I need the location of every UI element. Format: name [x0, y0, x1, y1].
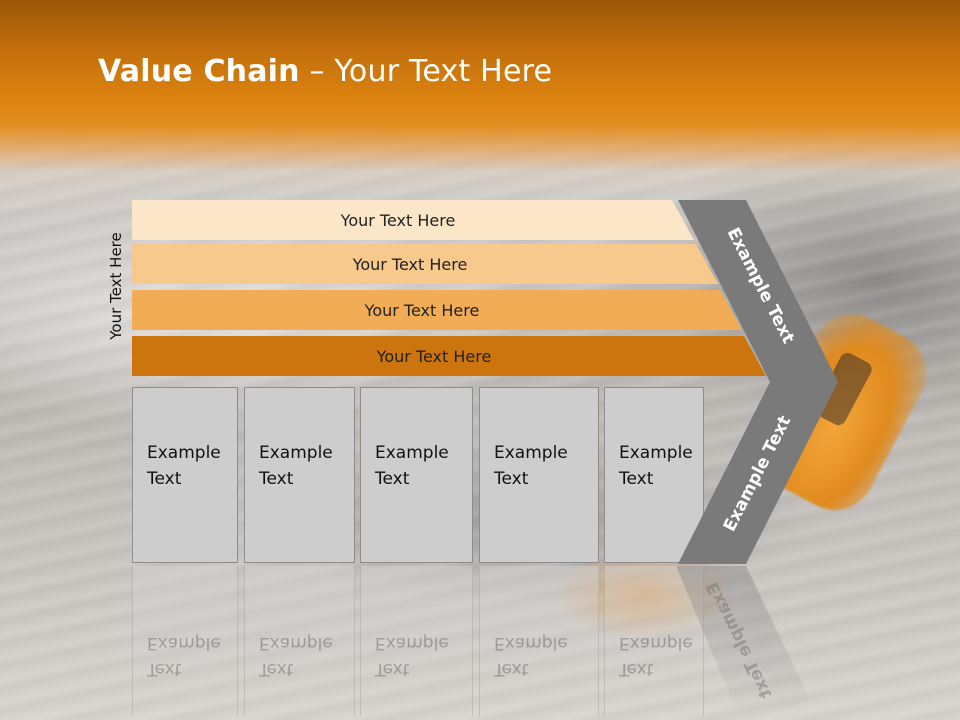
box-5-line1: Example [619, 443, 693, 463]
chevron-arrow[interactable] [678, 200, 838, 564]
box-1-line2: Text [147, 469, 182, 489]
bar-2[interactable]: Your Text Here [132, 244, 718, 284]
box-1-line1: Example [147, 443, 221, 463]
box-5-line2: Text [619, 469, 654, 489]
bar-4[interactable]: Your Text Here [132, 336, 766, 376]
bar-2-label: Your Text Here [352, 254, 468, 274]
title-bold: Value Chain [98, 54, 300, 89]
box-4-line2: Text [494, 469, 529, 489]
bar-1[interactable]: Your Text Here [132, 200, 694, 240]
title-rest: – Your Text Here [299, 54, 553, 89]
box-3-line2: Text [375, 469, 410, 489]
box-2-line1: Example [259, 443, 333, 463]
box-2-line2: Text [259, 469, 294, 489]
slide-title[interactable]: Value Chain – Your Text Here [98, 54, 552, 89]
bar-4-label: Your Text Here [376, 346, 492, 366]
chevron-reflection [676, 566, 810, 720]
bar-3[interactable]: Your Text Here [132, 290, 742, 330]
header-band [0, 0, 960, 200]
bar-1-label: Your Text Here [340, 210, 456, 230]
bar-3-label: Your Text Here [364, 300, 480, 320]
box-3-line1: Example [375, 443, 449, 463]
box-4-line1: Example [494, 443, 568, 463]
